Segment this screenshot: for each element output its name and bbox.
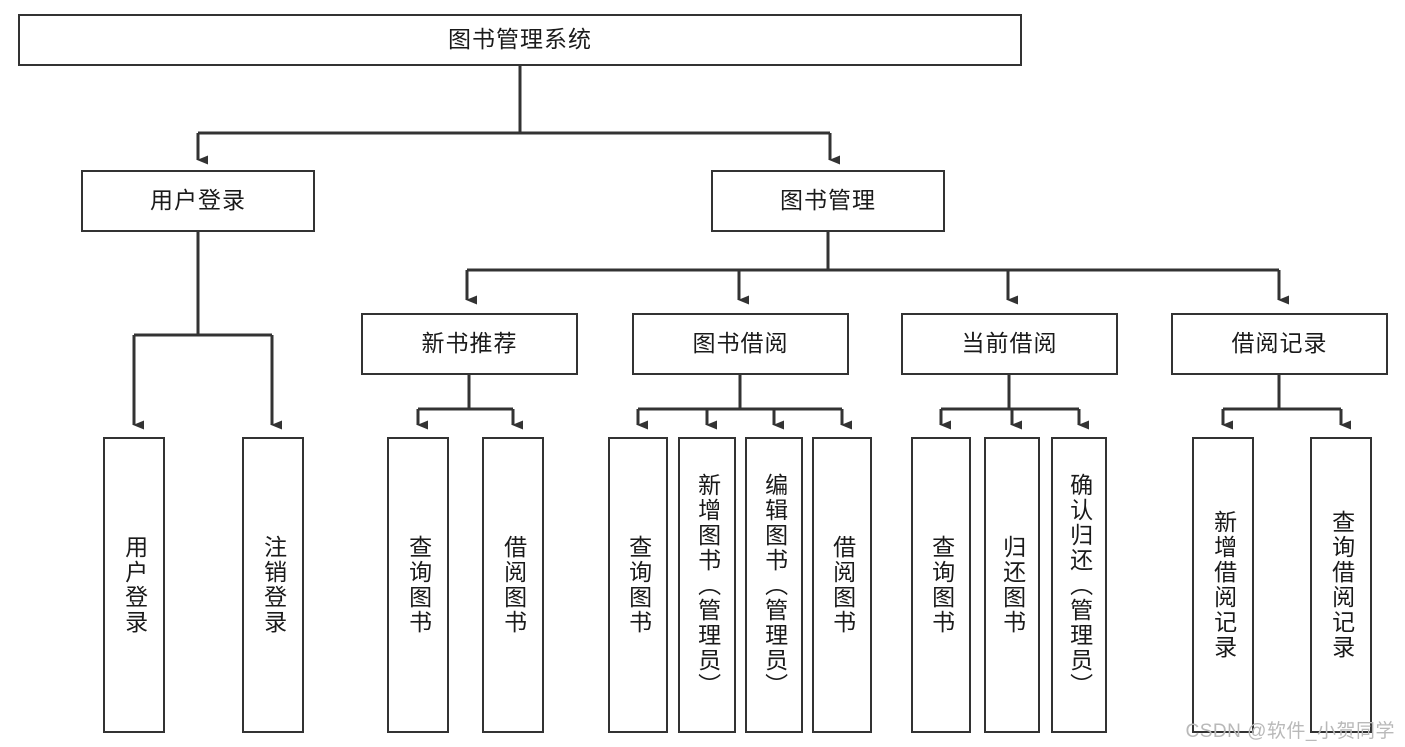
leaf-query-borrow-record[interactable]: 查询借阅记录 [1310,437,1372,733]
leaf-add-book-admin-label: 新增图书（管理员） [694,472,721,698]
node-current-borrow[interactable]: 当前借阅 [901,313,1118,375]
leaf-borrow-book-recommend-label: 借阅图书 [500,535,527,635]
leaf-query-book-recommend-label: 查询图书 [405,535,432,635]
leaf-confirm-return-admin[interactable]: 确认归还（管理员） [1051,437,1107,733]
csdn-watermark: CSDN @软件_小贺同学 [1185,721,1395,742]
node-user-login[interactable]: 用户登录 [81,170,315,232]
leaf-return-book-label: 归还图书 [999,535,1026,635]
leaf-edit-book-admin[interactable]: 编辑图书（管理员） [745,437,803,733]
leaf-add-book-admin[interactable]: 新增图书（管理员） [678,437,736,733]
leaf-borrow-book-label: 借阅图书 [829,535,856,635]
leaf-query-book-borrow-label: 查询图书 [625,535,652,635]
node-book-management-label: 图书管理 [780,187,876,214]
leaf-confirm-return-admin-label: 确认归还（管理员） [1066,472,1093,698]
leaf-query-book-current[interactable]: 查询图书 [911,437,971,733]
node-user-login-label: 用户登录 [150,187,246,214]
leaf-user-login-label: 用户登录 [121,535,148,635]
node-root-label: 图书管理系统 [448,26,592,53]
node-book-borrow-label: 图书借阅 [692,330,789,357]
leaf-query-book-current-label: 查询图书 [928,535,955,635]
leaf-query-book-recommend[interactable]: 查询图书 [387,437,449,733]
leaf-add-borrow-record-label: 新增借阅记录 [1210,510,1237,660]
node-borrow-record[interactable]: 借阅记录 [1171,313,1388,375]
node-book-management[interactable]: 图书管理 [711,170,945,232]
leaf-edit-book-admin-label: 编辑图书（管理员） [761,472,788,698]
leaf-query-book-borrow[interactable]: 查询图书 [608,437,668,733]
leaf-borrow-book[interactable]: 借阅图书 [812,437,872,733]
leaf-logout[interactable]: 注销登录 [242,437,304,733]
leaf-query-borrow-record-label: 查询借阅记录 [1328,510,1355,660]
node-borrow-record-label: 借阅记录 [1231,330,1328,357]
node-current-borrow-label: 当前借阅 [961,330,1058,357]
leaf-user-login[interactable]: 用户登录 [103,437,165,733]
leaf-logout-label: 注销登录 [260,535,287,635]
node-new-book-recommend[interactable]: 新书推荐 [361,313,578,375]
leaf-borrow-book-recommend[interactable]: 借阅图书 [482,437,544,733]
node-new-book-recommend-label: 新书推荐 [421,330,518,357]
leaf-return-book[interactable]: 归还图书 [984,437,1040,733]
node-book-borrow[interactable]: 图书借阅 [632,313,849,375]
node-root[interactable]: 图书管理系统 [18,14,1022,66]
leaf-add-borrow-record[interactable]: 新增借阅记录 [1192,437,1254,733]
